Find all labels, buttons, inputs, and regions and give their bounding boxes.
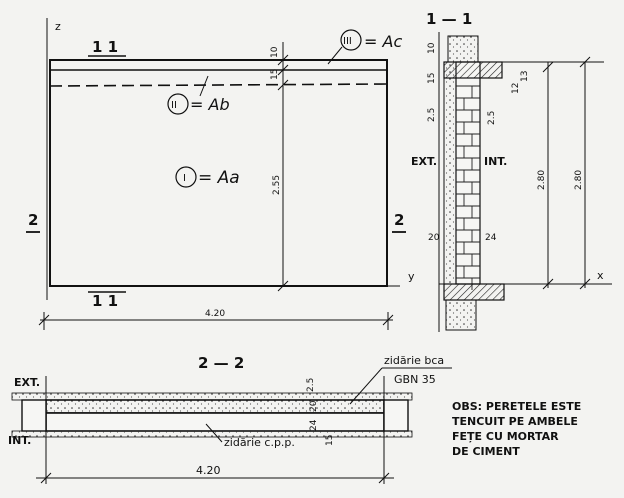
ext-label-22: EXT. bbox=[14, 376, 40, 389]
top-slab-upper bbox=[447, 35, 479, 63]
bottom-slab bbox=[443, 283, 505, 301]
dim-length-22: 4.20 bbox=[196, 464, 221, 477]
zone-ii-label: = Ab bbox=[190, 95, 230, 114]
zone-ii-leader bbox=[199, 75, 209, 97]
plan-cpp-masonry bbox=[45, 412, 385, 432]
section-11-bottom-label: 1 1 bbox=[92, 292, 118, 310]
height-tick-mid2 bbox=[277, 79, 289, 91]
length-22-tick-right bbox=[378, 472, 390, 484]
section-2-2: 2 — 2 EXT. INT. 2.5 20 24 15 zidărie bca… bbox=[8, 354, 452, 484]
section-22-left-label: 2 bbox=[28, 211, 38, 229]
zone-boundary-dashed bbox=[49, 83, 388, 87]
bca-leader bbox=[349, 367, 383, 405]
section-11-top-label: 1 1 bbox=[92, 38, 118, 56]
dim-25-right: 2.5 bbox=[487, 111, 497, 125]
length-tick-right bbox=[382, 314, 394, 326]
dim-20-11: 20 bbox=[428, 233, 440, 243]
wall-elevation: z y 1 1 1 1 2 2 10 15 2.55 III = Ac II bbox=[26, 18, 415, 330]
note-line-3: FEȚE CU MORTAR bbox=[452, 430, 559, 443]
observation-note: OBS: PERETELE ESTE TENCUIT PE AMBELE FEȚ… bbox=[452, 400, 581, 458]
note-line-2: TENCUIT PE AMBELE bbox=[452, 415, 578, 428]
zone-iii-leader bbox=[327, 46, 343, 65]
x-axis-label: x bbox=[597, 269, 604, 282]
height-tick-bottom bbox=[277, 280, 289, 292]
dim-top-10: 10 bbox=[270, 46, 280, 58]
dim-10-11: 10 bbox=[427, 42, 437, 54]
dim-13-11: 13 bbox=[520, 71, 530, 82]
section-1-1: 1 — 1 EXT. INT. x 2.80 2.80 10 15 13 12 … bbox=[411, 10, 612, 332]
cpp-label: zidărie c.p.p. bbox=[224, 436, 295, 449]
dim-25-22: 2.5 bbox=[306, 378, 316, 392]
height-tick-mid1 bbox=[277, 64, 289, 76]
dim-inner-tick-top bbox=[542, 61, 554, 73]
dim-inner-280: 2.80 bbox=[537, 170, 547, 190]
note-line-4: DE CIMENT bbox=[452, 445, 520, 458]
dim-length-420: 4.20 bbox=[205, 309, 225, 319]
section-22-right-label: 2 bbox=[394, 211, 404, 229]
zone-iii-circle bbox=[340, 29, 362, 51]
plan-inner-plaster bbox=[11, 430, 413, 438]
dim-15-22: 15 bbox=[325, 435, 335, 446]
dim-height-255: 2.55 bbox=[272, 175, 282, 195]
height-tick-top bbox=[277, 54, 289, 66]
zone-ii-circle bbox=[167, 93, 189, 115]
ext-label-11: EXT. bbox=[411, 155, 437, 168]
zone-iii-label: = Ac bbox=[364, 32, 402, 51]
zone-i-label: = Aa bbox=[198, 168, 240, 188]
dim-outer-tick-top bbox=[579, 56, 591, 68]
dim-top-15: 15 bbox=[270, 69, 280, 80]
length-tick-left bbox=[38, 314, 50, 326]
dim-25-left: 2.5 bbox=[427, 108, 437, 122]
dim-24-11: 24 bbox=[485, 233, 497, 243]
zone-i-number: I bbox=[183, 173, 186, 184]
z-axis-label: z bbox=[55, 20, 61, 33]
zone-iii-number: III bbox=[343, 36, 352, 47]
dim-inner-tick-bottom bbox=[542, 278, 554, 290]
dim-15-11: 15 bbox=[427, 73, 437, 84]
dim-outer-280: 2.80 bbox=[574, 170, 584, 190]
bca-label-line1: zidărie bca bbox=[384, 354, 444, 367]
y-axis-label: y bbox=[408, 270, 415, 283]
cpp-leader bbox=[205, 423, 223, 443]
length-22-tick-left bbox=[40, 472, 52, 484]
exterior-plaster bbox=[443, 61, 457, 285]
zone-ii-number: II bbox=[171, 100, 177, 111]
brick-courses bbox=[456, 85, 480, 290]
dim-outer-tick-bottom bbox=[579, 278, 591, 290]
plan-outer-plaster bbox=[11, 392, 413, 401]
bca-label-line2: GBN 35 bbox=[394, 373, 436, 386]
int-label-11: INT. bbox=[484, 155, 507, 168]
plan-column-right bbox=[383, 399, 409, 432]
section-11-title: 1 — 1 bbox=[426, 10, 472, 28]
dim-12-11: 12 bbox=[511, 83, 521, 94]
zone-i-circle bbox=[175, 166, 197, 188]
plan-column-left bbox=[21, 399, 47, 432]
bottom-wall-lower bbox=[445, 299, 477, 331]
section-22-title: 2 — 2 bbox=[198, 354, 244, 372]
top-slab bbox=[443, 61, 503, 79]
masonry-brick-column bbox=[455, 61, 481, 285]
dim-24-22: 24 bbox=[309, 419, 319, 431]
note-line-1: OBS: PERETELE ESTE bbox=[452, 400, 581, 413]
wall-outline bbox=[49, 59, 388, 287]
dim-20-22: 20 bbox=[309, 400, 319, 412]
plan-bca-masonry bbox=[45, 399, 385, 414]
